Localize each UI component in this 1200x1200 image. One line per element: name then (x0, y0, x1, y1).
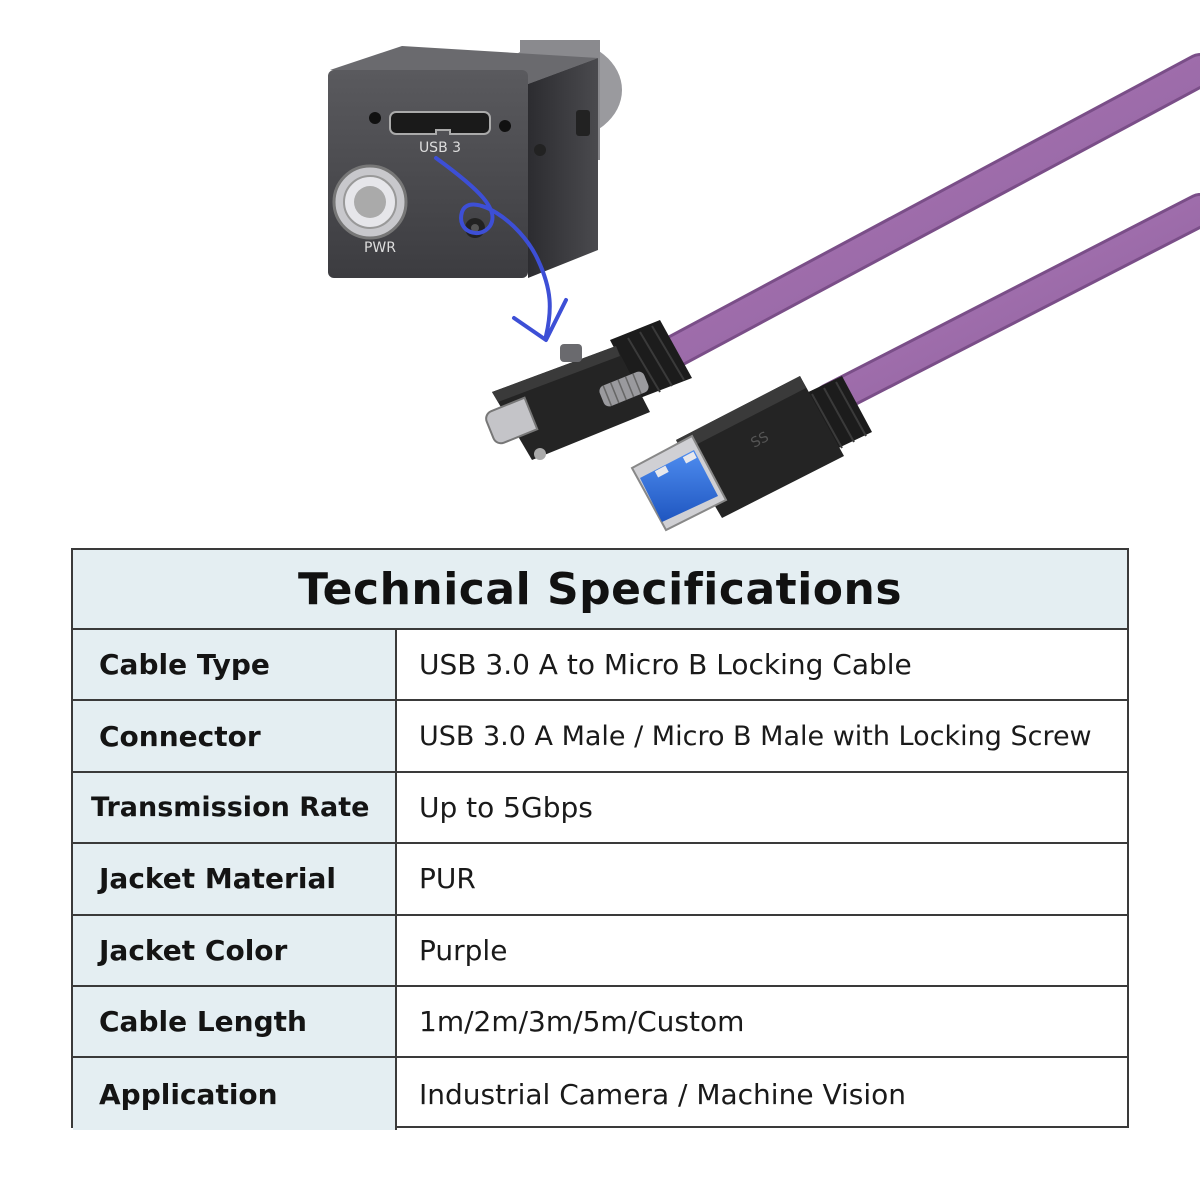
spec-value: USB 3.0 A to Micro B Locking Cable (419, 648, 912, 682)
table-row: Application Industrial Camera / Machine … (73, 1058, 1127, 1130)
table-row: Jacket Color Purple (73, 915, 1127, 987)
spec-label: Cable Type (73, 630, 397, 700)
pwr-label: PWR (364, 240, 396, 256)
spec-table-title: Technical Specifications (73, 550, 1127, 630)
curved-arrow-icon (434, 156, 568, 342)
spec-value: 1m/2m/3m/5m/Custom (419, 1005, 745, 1039)
spec-value: Purple (419, 933, 508, 967)
table-row: Connector USB 3.0 A Male / Micro B Male … (73, 701, 1127, 773)
table-row: Transmission Rate Up to 5Gbps (73, 772, 1127, 845)
spec-label: Connector (73, 701, 397, 771)
spec-label: Transmission Rate (73, 772, 397, 843)
spec-value: USB 3.0 A Male / Micro B Male with Locki… (419, 720, 1092, 752)
purple-cable (623, 53, 1200, 417)
usb-port-label: USB 3 (419, 140, 461, 156)
table-row: Cable Length 1m/2m/3m/5m/Custom (73, 986, 1127, 1059)
spec-label: Application (73, 1058, 397, 1130)
spec-label: Cable Length (73, 986, 397, 1057)
spec-value: PUR (419, 862, 476, 896)
table-row: Cable Type USB 3.0 A to Micro B Locking … (73, 630, 1127, 702)
product-illustration: USB 3 PWR (328, 40, 1200, 532)
spec-label: Jacket Color (73, 915, 397, 985)
spec-value: Industrial Camera / Machine Vision (419, 1077, 907, 1111)
svg-text:SS: SS (748, 429, 771, 452)
micro-b-connector (485, 320, 692, 460)
spec-value: Up to 5Gbps (419, 790, 593, 824)
spec-table: Technical Specifications Cable Type USB … (71, 548, 1129, 1130)
table-row: Jacket Material PUR (73, 844, 1127, 916)
spec-label: Jacket Material (73, 844, 397, 914)
usb-a-connector: SS (630, 376, 872, 532)
industrial-camera: USB 3 PWR (328, 40, 622, 278)
